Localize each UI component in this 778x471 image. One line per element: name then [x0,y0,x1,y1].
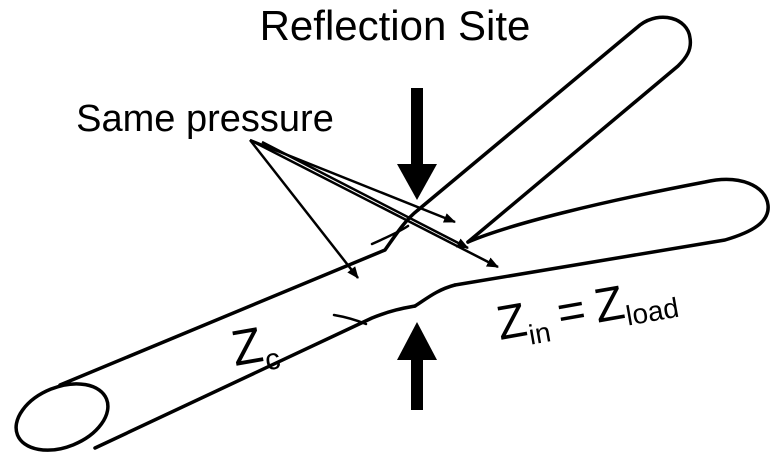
vessel-opening [14,382,110,452]
lower-branch [413,177,770,308]
reflection-site-arrows [397,88,437,410]
diagram-title: Reflection Site [260,2,531,49]
load-z-subscript: load [624,292,682,332]
pointer-arrow-lower-branch [249,138,499,269]
up-arrow-shaft [411,358,423,410]
upper-branch [416,15,693,244]
up-arrow-head [397,322,437,360]
pressure-pointers [249,138,499,279]
junction-crease-upper [370,224,410,246]
input-z-subscript: in [526,316,553,350]
parent-z-symbol: Z [227,316,267,376]
input-z-symbol: Z [493,294,531,351]
pointer-arrow-parent [249,139,359,279]
same-pressure-label: Same pressure [76,98,334,140]
parent-vessel [14,208,420,452]
load-impedance-label: Zin=Zload [493,267,682,356]
characteristic-impedance-label: Zc [227,314,283,383]
down-arrow-shaft [411,88,423,166]
equals-sign: = [553,283,590,340]
load-z-symbol: Z [590,276,628,333]
parent-z-subscript: c [262,342,283,377]
pointer-arrow-branch-mid [261,140,469,250]
down-arrow-head [397,164,437,200]
junction-crease-lower [332,313,368,326]
